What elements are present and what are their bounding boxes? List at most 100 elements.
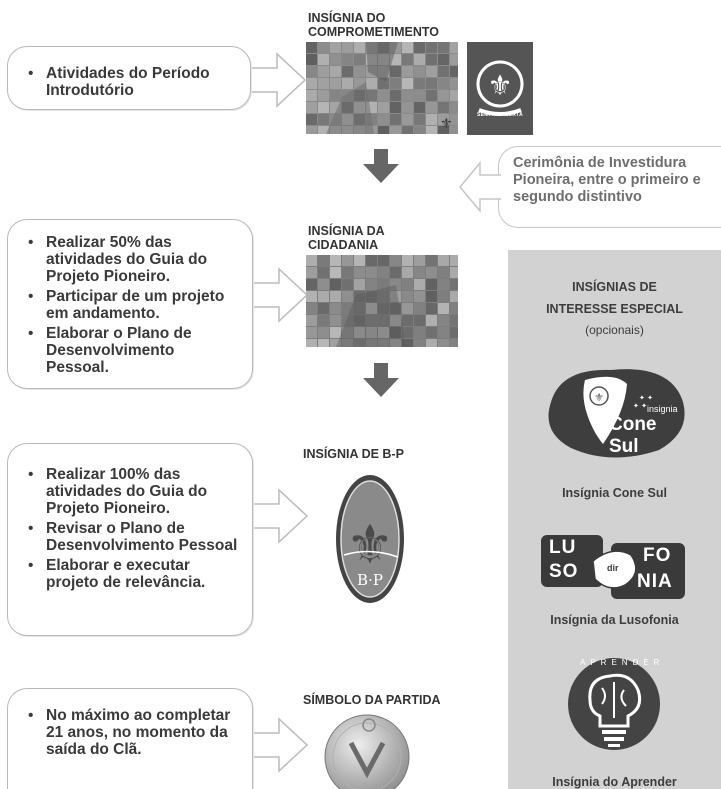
mosaic-tile xyxy=(402,315,413,326)
mosaic-tile xyxy=(330,90,341,101)
mosaic-tile xyxy=(390,66,401,77)
mosaic-tile xyxy=(414,102,425,113)
mosaic-tile xyxy=(414,54,425,65)
lusofonia-text-nia: NIA xyxy=(637,571,673,592)
mosaic-tile xyxy=(318,126,329,134)
mosaic-tile xyxy=(426,339,437,347)
mosaic-tile xyxy=(378,126,389,134)
mosaic-tile xyxy=(354,291,365,302)
mosaic-tile xyxy=(402,102,413,113)
mosaic-tile xyxy=(306,339,317,347)
mosaic-tile xyxy=(390,267,401,278)
mosaic-tile xyxy=(318,279,329,290)
mosaic-tile xyxy=(438,78,449,89)
mosaic-tile xyxy=(378,291,389,302)
mosaic-tile xyxy=(306,267,317,278)
mosaic-tile xyxy=(318,327,329,338)
mosaic-tile xyxy=(390,339,401,347)
mosaic-tile xyxy=(306,42,317,53)
requirements-list-4: No máximo ao completar 21 anos, no momen… xyxy=(28,707,240,758)
mosaic-tile xyxy=(306,303,317,314)
cone-sul-badge: ⚜ ✦ ✦ ✦ ✦ insignia Cone Sul xyxy=(541,362,689,460)
mosaic-tile xyxy=(318,66,329,77)
svg-text:⚜: ⚜ xyxy=(487,69,512,102)
down-arrow-1 xyxy=(363,149,399,183)
mosaic-tile xyxy=(402,90,413,101)
mosaic-tile xyxy=(342,78,353,89)
mosaic-tile xyxy=(306,327,317,338)
mosaic-tile xyxy=(450,78,458,89)
mosaic-tile xyxy=(414,291,425,302)
mosaic-tile xyxy=(378,279,389,290)
cone-sul-big-text: Cone Sul xyxy=(609,414,657,457)
aprender-arc-text: APRENDER xyxy=(580,658,665,667)
badge-title-bp: INSÍGNIA DE B-P xyxy=(303,447,404,461)
mosaic-tile xyxy=(318,303,329,314)
mosaic-tile xyxy=(426,303,437,314)
mosaic-tile xyxy=(306,114,317,125)
bp-badge-text: B·P xyxy=(357,571,383,589)
mosaic-tile xyxy=(426,90,437,101)
mosaic-tile xyxy=(450,339,458,347)
mosaic-tile xyxy=(342,315,353,326)
mosaic-tile xyxy=(366,303,377,314)
mosaic-tile xyxy=(354,339,365,347)
mosaic-tile xyxy=(318,42,329,53)
mosaic-tile xyxy=(318,54,329,65)
mosaic-tile xyxy=(438,54,449,65)
mosaic-tile xyxy=(318,315,329,326)
mosaic-tile xyxy=(318,291,329,302)
mosaic-tile xyxy=(390,54,401,65)
mosaic-tile xyxy=(366,102,377,113)
mosaic-tile xyxy=(366,339,377,347)
mosaic-tile xyxy=(450,255,458,266)
mosaic-tile xyxy=(366,255,377,266)
mosaic-tile xyxy=(438,66,449,77)
mosaic-tile xyxy=(342,66,353,77)
mosaic-tile xyxy=(306,255,317,266)
mosaic-tile xyxy=(366,78,377,89)
mosaic-tile xyxy=(402,255,413,266)
svg-text:⚜: ⚜ xyxy=(594,391,604,404)
mosaic-tile xyxy=(366,267,377,278)
mosaic-tile xyxy=(378,78,389,89)
svg-text:⚜: ⚜ xyxy=(346,513,394,576)
mosaic-tile xyxy=(378,315,389,326)
mosaic-tile xyxy=(426,78,437,89)
mosaic-tile xyxy=(414,315,425,326)
mosaic-tile xyxy=(402,42,413,53)
requirements-box-3: Realizar 100% das atividades do Guia do … xyxy=(7,443,253,636)
lusofonia-text-lu: LU xyxy=(549,537,577,558)
requirement-item: No máximo ao completar 21 anos, no momen… xyxy=(28,707,240,758)
mosaic-tile xyxy=(450,327,458,338)
mosaic-tile xyxy=(318,78,329,89)
mosaic-tile xyxy=(414,255,425,266)
mosaic-tile xyxy=(354,78,365,89)
mosaic-tile xyxy=(366,291,377,302)
mosaic-tile xyxy=(366,279,377,290)
requirements-list-1: Atividades do Período Introdutório xyxy=(28,65,238,99)
mosaic-tile xyxy=(402,267,413,278)
lusofonia-text-so: SO xyxy=(549,561,579,582)
mosaic-tile xyxy=(402,327,413,338)
mosaic-tile xyxy=(450,279,458,290)
mosaic-tile xyxy=(414,78,425,89)
mosaic-tile xyxy=(426,126,437,134)
requirements-list-2: Realizar 50% das atividades do Guia do P… xyxy=(28,234,240,376)
special-interest-panel: INSÍGNIAS DE INTERESSE ESPECIAL (opciona… xyxy=(508,250,721,789)
ceremony-note: Cerimônia de Investidura Pioneira, entre… xyxy=(498,146,721,228)
mosaic-tile xyxy=(306,66,317,77)
label-cone-sul: Insígnia Cone Sul xyxy=(562,486,667,500)
mosaic-tile xyxy=(390,126,401,134)
mosaic-tile xyxy=(414,114,425,125)
mosaic-tile xyxy=(330,291,341,302)
mosaic-tile xyxy=(378,267,389,278)
mosaic-tile xyxy=(342,327,353,338)
mosaic-tile xyxy=(402,114,413,125)
mosaic-badge-cidadania xyxy=(306,255,458,347)
mosaic-tile xyxy=(354,303,365,314)
chevron-arrow-1 xyxy=(252,52,307,108)
mosaic-tile xyxy=(390,90,401,101)
mosaic-tile xyxy=(390,114,401,125)
requirements-box-4: No máximo ao completar 21 anos, no momen… xyxy=(7,688,253,789)
